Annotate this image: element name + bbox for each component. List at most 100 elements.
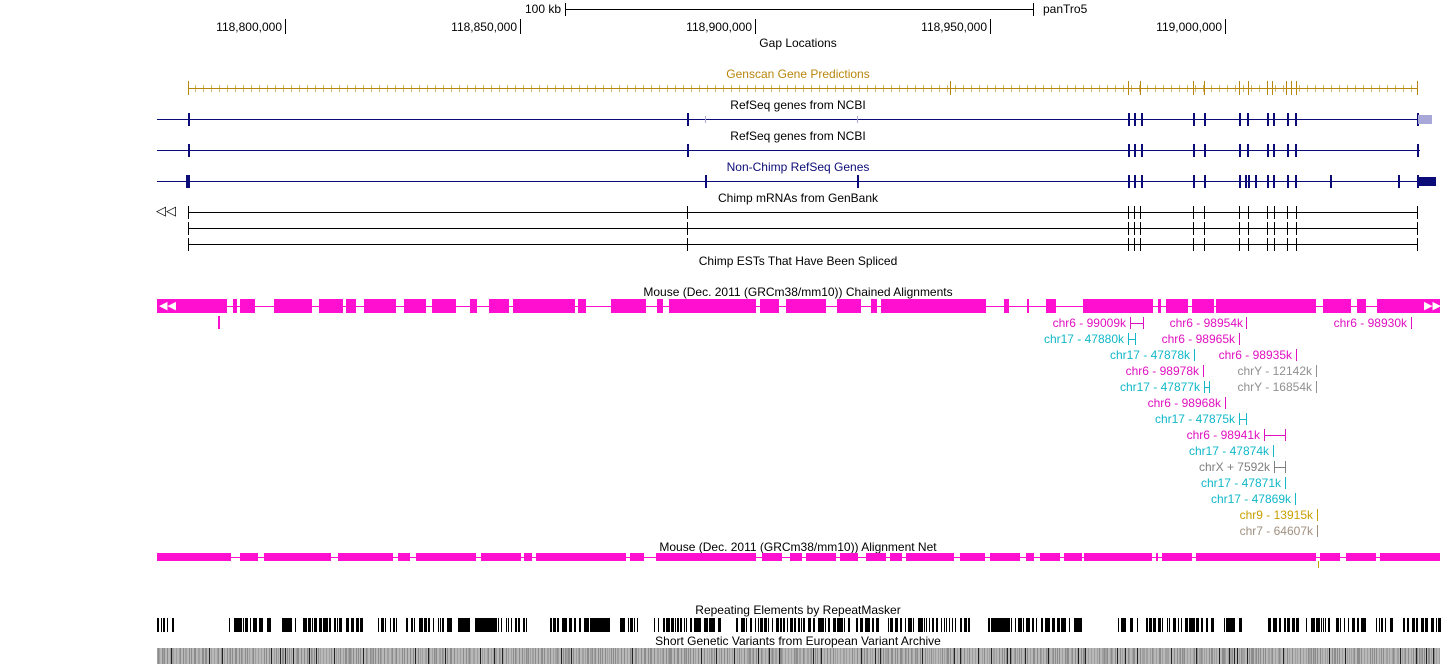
chain-mark — [1316, 365, 1317, 377]
variant — [922, 648, 923, 664]
variant — [611, 648, 612, 664]
chain-label[interactable]: chr6 - 98968k — [1147, 396, 1221, 410]
track-title-net[interactable]: Mouse (Dec. 2011 (GRCm38/mm10)) Alignmen… — [659, 540, 937, 554]
exon — [1193, 113, 1195, 126]
track-title-xeno-refseq[interactable]: Non-Chimp RefSeq Genes — [726, 160, 870, 174]
variant — [641, 648, 642, 664]
repeat-element — [936, 618, 938, 632]
repeat-element — [334, 618, 336, 632]
variant — [338, 648, 339, 664]
repeat-element — [1284, 618, 1286, 632]
variant — [1071, 648, 1072, 664]
strand-arrow — [544, 85, 548, 92]
variant — [1253, 648, 1254, 664]
variant — [304, 648, 305, 664]
repeat-element — [1275, 618, 1277, 632]
chain-label[interactable]: chr7 - 64607k — [1239, 524, 1313, 538]
strand-arrow — [752, 85, 756, 92]
variant — [794, 648, 795, 664]
track-title-refseq[interactable]: RefSeq genes from NCBI — [730, 98, 866, 112]
repeat-element — [1185, 618, 1188, 632]
track-title-gap[interactable]: Gap Locations — [759, 36, 837, 50]
chain-label[interactable]: chr6 - 98930k — [1333, 316, 1407, 330]
net-block — [1162, 553, 1192, 561]
repeat-element — [798, 618, 800, 632]
variant — [173, 648, 174, 664]
left-overflow-arrows-icon[interactable]: ◀◀ — [159, 300, 176, 312]
track-title-refseq-curated[interactable]: RefSeq genes from NCBI — [730, 129, 866, 143]
right-overflow-arrows-icon[interactable]: ▶▶ — [1424, 300, 1441, 312]
chain-label[interactable]: chr9 - 13915k — [1239, 508, 1313, 522]
chain-label[interactable]: chr17 - 47875k — [1154, 412, 1235, 426]
variant — [500, 648, 501, 664]
variant — [1415, 648, 1416, 664]
variant — [583, 648, 584, 664]
exon — [1287, 206, 1288, 219]
chain-label[interactable]: chr6 - 99009k — [1052, 316, 1126, 330]
variant — [553, 648, 554, 664]
net-block — [398, 553, 410, 561]
variant — [993, 648, 994, 664]
chain-label[interactable]: chr17 - 47878k — [1109, 348, 1190, 362]
repeat-element — [1026, 618, 1029, 632]
variant — [1150, 648, 1151, 664]
repeat-element — [1292, 618, 1295, 632]
variant — [258, 648, 259, 664]
variant — [686, 648, 687, 664]
variant — [1190, 648, 1191, 664]
repeat-element — [1348, 618, 1349, 632]
variant — [1309, 648, 1310, 664]
chain-label[interactable]: chr6 - 98954k — [1169, 316, 1243, 330]
repeat-element — [1181, 618, 1182, 632]
variant — [1196, 648, 1197, 664]
exon — [1255, 175, 1257, 188]
chain-label[interactable]: chr17 - 47880k — [1043, 332, 1124, 346]
strand-arrow — [1376, 85, 1380, 92]
strand-arrow — [608, 85, 612, 92]
chain-label[interactable]: chr17 - 47877k — [1119, 380, 1200, 394]
strand-arrow — [520, 85, 524, 92]
variant — [860, 648, 861, 664]
variant — [360, 648, 361, 664]
chain-mark — [1274, 467, 1286, 468]
variant — [1104, 648, 1105, 664]
track-title-est[interactable]: Chimp ESTs That Have Been Spliced — [698, 254, 898, 268]
chain-label[interactable]: chr6 - 98978k — [1125, 364, 1199, 378]
track-title-eva[interactable]: Short Genetic Variants from European Var… — [655, 634, 941, 648]
track-title-rmsk[interactable]: Repeating Elements by RepeatMasker — [695, 603, 901, 617]
chain-label[interactable]: chr6 - 98941k — [1186, 428, 1260, 442]
strand-arrow — [800, 85, 804, 92]
net-block — [656, 553, 756, 561]
chain-label[interactable]: chrX + 7592k — [1198, 460, 1270, 474]
repeat-element — [579, 618, 581, 632]
variant — [1335, 648, 1336, 664]
strand-arrow — [912, 85, 916, 92]
exon — [857, 116, 858, 123]
track-title-chain[interactable]: Mouse (Dec. 2011 (GRCm38/mm10)) Chained … — [643, 285, 953, 299]
chain-label[interactable]: chrY - 12142k — [1237, 364, 1313, 378]
left-overflow-arrows-icon[interactable]: ◁◁ — [156, 203, 176, 218]
variant — [542, 648, 543, 664]
strand-arrow — [1072, 85, 1076, 92]
chain-label[interactable]: chrY - 16854k — [1237, 380, 1313, 394]
variant — [484, 648, 485, 664]
chain-label[interactable]: chr6 - 98965k — [1161, 332, 1235, 346]
variant — [1021, 648, 1022, 664]
repeat-element — [671, 618, 674, 632]
chain-label[interactable]: chr17 - 47869k — [1210, 492, 1291, 506]
variant — [535, 648, 536, 664]
track-title-mrna[interactable]: Chimp mRNAs from GenBank — [717, 191, 879, 205]
variant — [1275, 648, 1276, 664]
ruler-position-label: 118,950,000 — [921, 20, 987, 34]
variant — [1180, 648, 1181, 664]
chain-label[interactable]: chr17 - 47874k — [1188, 444, 1269, 458]
chain-label[interactable]: chr17 - 47871k — [1200, 476, 1281, 490]
variant — [843, 648, 844, 664]
variant — [1201, 648, 1202, 664]
variant — [900, 648, 901, 664]
variant — [707, 648, 708, 664]
track-title-genscan[interactable]: Genscan Gene Predictions — [726, 67, 870, 81]
variant — [1048, 648, 1049, 664]
chain-label[interactable]: chr6 - 98935k — [1218, 348, 1292, 362]
